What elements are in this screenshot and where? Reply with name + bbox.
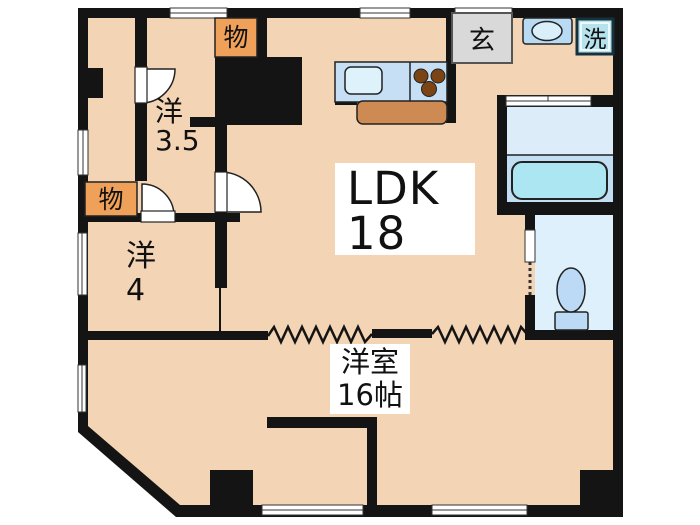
wall-toilet-left-lower xyxy=(525,295,535,340)
wall-toilet-left-upper xyxy=(525,215,535,230)
door-leaf-room4 xyxy=(140,210,176,223)
room-4-label: 洋 4 xyxy=(126,240,156,308)
entrance-box xyxy=(451,12,513,64)
toilet-bowl xyxy=(556,267,586,313)
closet-left-label: 物 xyxy=(98,184,124,214)
wall-line-room4-right xyxy=(219,288,221,332)
main-room-size: 16帖 xyxy=(337,378,403,412)
wall-shaft-block xyxy=(215,57,302,125)
wall-mid-bottom xyxy=(372,329,432,338)
door-leaf-room35-west xyxy=(134,66,148,104)
laundry-box xyxy=(575,17,615,56)
wall-room4-bottom xyxy=(88,331,268,340)
room35-name: 洋 xyxy=(155,95,184,128)
wall-closet-right xyxy=(257,13,267,60)
wall-stub-room35 xyxy=(190,117,215,127)
wall-lower-vertical xyxy=(367,417,377,507)
zigzag-partition-right xyxy=(431,324,528,346)
stove-burners-icon xyxy=(413,68,446,97)
laundry-box-inner xyxy=(580,22,610,51)
room4-name: 洋 xyxy=(126,239,156,274)
toilet-door xyxy=(524,229,536,263)
closet-top-box xyxy=(214,17,258,58)
bathtub xyxy=(511,161,608,200)
door-leaf-ldk xyxy=(214,171,228,213)
room-3-5-label: 洋 3.5 xyxy=(155,97,200,155)
zigzag-partition-left xyxy=(266,324,373,345)
laundry-label: 洗 xyxy=(583,26,607,53)
pillar-bottom-right xyxy=(580,470,623,517)
wall-bath-bottom xyxy=(497,202,613,215)
wall-kitchen-right xyxy=(446,13,456,123)
wall-toilet-bottom xyxy=(525,330,613,340)
closet-top-label: 物 xyxy=(223,23,249,52)
entrance-label: 玄 xyxy=(468,25,495,56)
doors xyxy=(134,66,262,223)
pillar-bottom-left xyxy=(210,470,253,507)
wall-left-notch xyxy=(88,68,103,98)
room35-size: 3.5 xyxy=(155,124,200,157)
wash-basin-bowl xyxy=(531,20,563,42)
main-room-name: 洋室 xyxy=(340,345,399,379)
main-room-label: 洋室 16帖 xyxy=(330,344,410,414)
bath-sliding-door xyxy=(505,95,592,107)
wall-room35-right-upper xyxy=(215,125,227,173)
ldk-name: LDK xyxy=(347,162,440,215)
ldk-room-label: LDK 18 xyxy=(335,162,475,260)
closet-left-box xyxy=(84,181,138,217)
kitchen-sink xyxy=(344,66,383,95)
toilet-tank xyxy=(554,311,589,331)
room4-size: 4 xyxy=(126,273,146,308)
wall-lower-horizontal xyxy=(267,417,377,428)
dining-counter xyxy=(356,100,448,125)
ldk-size: 18 xyxy=(347,207,407,260)
wall-room35-right-lower xyxy=(215,212,227,288)
wall-bath-left xyxy=(497,95,507,215)
